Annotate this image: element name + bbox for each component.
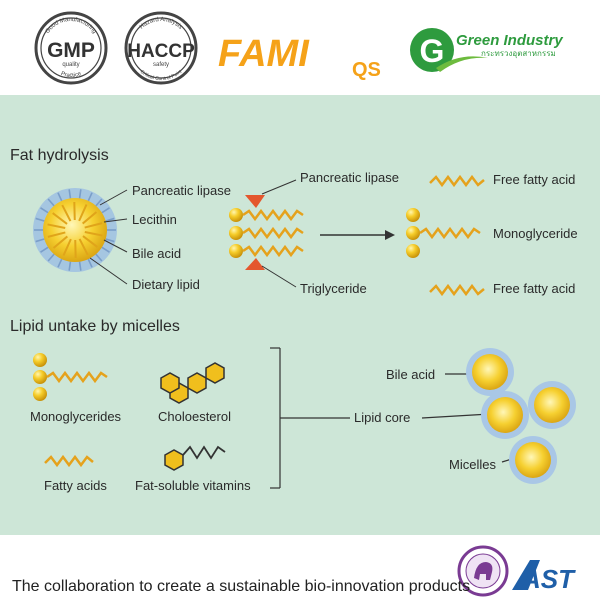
micelles-cluster	[466, 348, 576, 484]
micelle-core-spike	[52, 235, 68, 249]
leaf-icon	[436, 56, 488, 72]
pancreatic-lipase-icon	[245, 195, 265, 270]
micelle-core-spike	[52, 212, 68, 225]
micelle-spikes	[34, 189, 116, 271]
label-cholesterol: Choloesterol	[158, 409, 231, 424]
gmp-logo: Good Manufacturing GMP quality Practice	[34, 11, 108, 85]
micelle-core-spike	[47, 231, 66, 238]
micelle-spike	[101, 207, 110, 214]
reaction-arrow-icon	[320, 230, 395, 240]
label-free-fatty-acid-top: Free fatty acid	[493, 172, 576, 187]
label-dietary-lipid: Dietary lipid	[132, 277, 200, 292]
triglyceride-molecule	[229, 208, 304, 258]
label-monoglycerides: Monoglycerides	[30, 409, 122, 424]
free-fatty-acid-top-icon	[429, 174, 485, 188]
label-bile-acid-micelle: Bile acid	[386, 367, 436, 382]
main-panel	[0, 95, 600, 535]
lipase-pointer-line	[261, 179, 297, 195]
micelle-core-spike	[78, 238, 89, 256]
green-industry-thai: กระทรวงอุตสาหกรรม	[481, 49, 556, 58]
lipid-uptake-title: Lipid untake by micelles	[10, 318, 180, 335]
label-pancreatic-lipase-micelle: Pancreatic lipase	[132, 183, 231, 198]
footer-text: The collaboration to create a sustainabl…	[12, 578, 471, 595]
micelle-spike	[105, 238, 115, 243]
label-lipid-core: Lipid core	[354, 410, 411, 425]
label-pancreatic-lipase: Pancreatic lipase	[300, 170, 399, 185]
bracket-lines	[270, 347, 516, 489]
fami-text: FAMI	[218, 33, 310, 75]
micelle-spike	[78, 261, 82, 271]
dietary-lipid-micelle	[33, 188, 117, 272]
micelle-spike	[95, 198, 103, 207]
micelle-3	[481, 391, 529, 439]
micelle-spike	[87, 192, 93, 202]
ast-logo: AST	[512, 560, 576, 594]
green-industry-logo: G Green Industry กระทรวงอุตสาหกรรม	[410, 28, 563, 72]
fat-hydrolysis-title: Fat hydrolysis	[10, 147, 109, 164]
micelle-spike	[78, 189, 82, 199]
micelle-spike	[95, 253, 103, 262]
micelle-core-spike	[47, 223, 66, 229]
micelle-2	[528, 381, 576, 429]
micelle-spike	[40, 246, 49, 253]
label-bile-acid: Bile acid	[132, 246, 182, 261]
micelle-pointer-lines	[89, 189, 128, 285]
micelle-spike	[47, 253, 55, 262]
micelle-core-spike	[62, 238, 72, 256]
fatty-acids-icon	[44, 454, 94, 468]
micelle-spike	[87, 258, 93, 268]
label-free-fatty-acid-bottom: Free fatty acid	[493, 281, 576, 296]
haccp-safety-text: safety	[153, 62, 169, 68]
micelle-1	[466, 348, 514, 396]
free-fatty-acid-bottom-icon	[429, 283, 485, 297]
haccp-logo: Hazard Analysis HACCP safety Critical Co…	[124, 11, 198, 85]
label-micelles: Micelles	[449, 457, 496, 472]
micelle-spike	[68, 261, 72, 271]
micelle-core-spike	[78, 204, 88, 222]
gmp-main-text: GMP	[47, 39, 95, 62]
cholesterol-icon	[160, 362, 225, 404]
fat-soluble-vitamins-icon	[164, 445, 226, 471]
green-g-icon: G	[420, 33, 445, 69]
micelle-spike	[35, 217, 45, 222]
micelle-core-spike	[84, 222, 103, 229]
micelle-core-spike	[61, 204, 72, 222]
micelle-spike	[35, 238, 45, 243]
micelle-spike	[105, 217, 115, 222]
gmp-quality-text: quality	[62, 62, 79, 68]
label-triglyceride: Triglyceride	[300, 281, 367, 296]
label-fatty-acids: Fatty acids	[44, 478, 107, 493]
micelle-core-spike	[84, 231, 103, 237]
micelle-spike	[57, 258, 63, 268]
ast-text: AST	[521, 564, 576, 594]
micelle-spike	[47, 198, 55, 207]
label-lecithin: Lecithin	[132, 212, 177, 227]
header-logos-svg: Good Manufacturing GMP quality Practice …	[34, 11, 563, 85]
label-monoglyceride: Monoglyceride	[493, 226, 578, 241]
institute-seal-logo	[457, 545, 509, 597]
svg-text:Practice: Practice	[60, 71, 83, 79]
header-logos: Good Manufacturing GMP quality Practice …	[0, 0, 600, 95]
monoglyceride-icon	[406, 208, 481, 258]
micelle-core-spike	[82, 235, 98, 248]
micelle-spike	[68, 189, 72, 199]
gmp-bottom-text: Practice	[60, 71, 83, 79]
qs-text: QS	[352, 59, 381, 81]
green-industry-name: Green Industry	[456, 32, 563, 49]
monoglycerides-icon	[33, 353, 108, 401]
label-fat-soluble-vitamins: Fat-soluble vitamins	[135, 478, 251, 493]
triglyceride-pointer-line	[261, 265, 297, 288]
micelle-spike	[40, 207, 49, 214]
fami-qs-logo: FAMI QS	[218, 33, 381, 81]
micelle-4	[509, 436, 557, 484]
haccp-main-text: HACCP	[127, 41, 195, 62]
micelle-spike	[57, 192, 63, 202]
micelle-spike	[101, 246, 110, 253]
micelle-core-spike	[82, 211, 98, 225]
micelle-yellow-spikes	[47, 201, 103, 259]
